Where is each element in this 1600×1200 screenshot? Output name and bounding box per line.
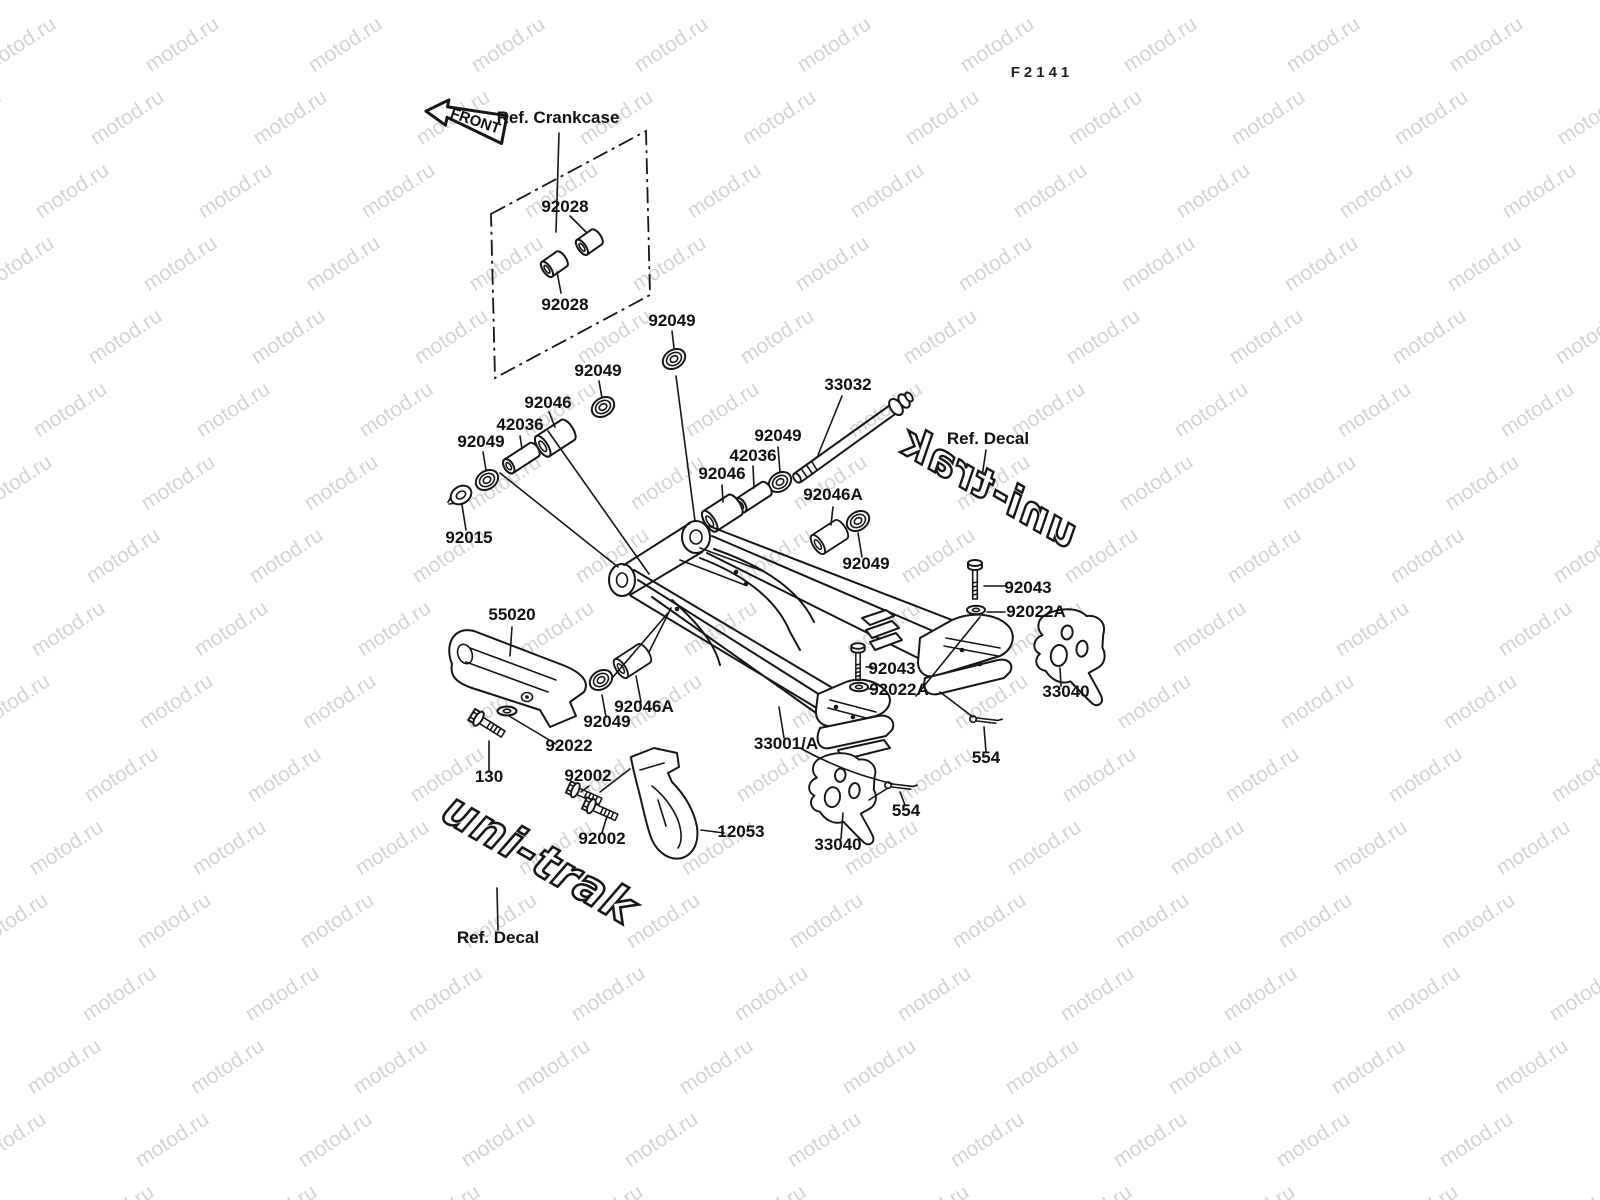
part-label: 92015 [445,528,492,547]
part-label: 92022 [545,736,592,755]
part-554-cotter-pin [968,714,1003,726]
part-label: 92022A [1006,602,1066,621]
part-label: 55020 [488,605,535,624]
part-label: 92002 [578,829,625,848]
part-label: 92022A [869,680,929,699]
part-label: 33032 [824,375,871,394]
part-92049-seal [471,464,503,496]
part-label: 92049 [648,311,695,330]
part-92022A-washer [966,604,986,616]
part-92043-bolt [850,642,866,682]
part-label: 554 [972,748,1001,767]
part-label: 92028 [541,295,588,314]
part-label: 42036 [729,446,776,465]
part-92043-bolt [967,559,983,600]
ref-decal-bottom-label: Ref. Decal [457,928,539,947]
part-label: 92046A [614,697,674,716]
part-92015-cap [447,484,473,506]
part-label: 92049 [574,361,621,380]
part-92046A-bushing [610,640,655,682]
part-label: 92046A [803,485,863,504]
part-92049-seal [587,391,619,423]
part-label: 42036 [496,415,543,434]
part-label: 33040 [814,835,861,854]
part-92022A-washer [849,681,869,693]
part-33001-swingarm [608,520,1014,761]
part-label: 12053 [717,822,764,841]
pivot-bushing-parts-left [447,343,690,506]
leader-lines [461,215,1062,931]
part-label: 130 [475,767,503,786]
figure-code: F2141 [1011,64,1074,81]
part-label: 554 [892,801,921,820]
uni-trak-decal: uni-trak [434,781,648,936]
part-label: 92046 [698,464,745,483]
part-label: 92028 [541,197,588,216]
ref-crankcase-label: Ref. Crankcase [497,108,620,127]
crankcase-reference-box [490,129,651,380]
part-label: 92043 [868,659,915,678]
part-label: 92049 [754,426,801,445]
part-label: 92049 [457,432,504,451]
part-92028-sleeves [537,226,607,280]
part-12053-chain-guide [630,747,699,860]
part-33032-pivot-shaft [792,391,914,484]
ref-decal-top-label: Ref. Decal [947,429,1029,448]
part-label: 33040 [1042,682,1089,701]
part-label: 92046 [524,393,571,412]
part-92046A-bushing [807,516,852,558]
part-92049-seal [658,343,690,375]
part-number-labels: 92028 92028 92049 92049 92046 42036 9204… [445,197,1089,854]
part-label: 92049 [583,712,630,731]
part-label: 33001/A [754,734,818,753]
part-55020-chain-slider [448,629,587,728]
part-label: 92049 [842,554,889,573]
part-label: 92002 [564,766,611,785]
part-92049-seal [585,664,617,696]
part-92022-washer [496,705,518,717]
part-label: 92043 [1004,578,1051,597]
